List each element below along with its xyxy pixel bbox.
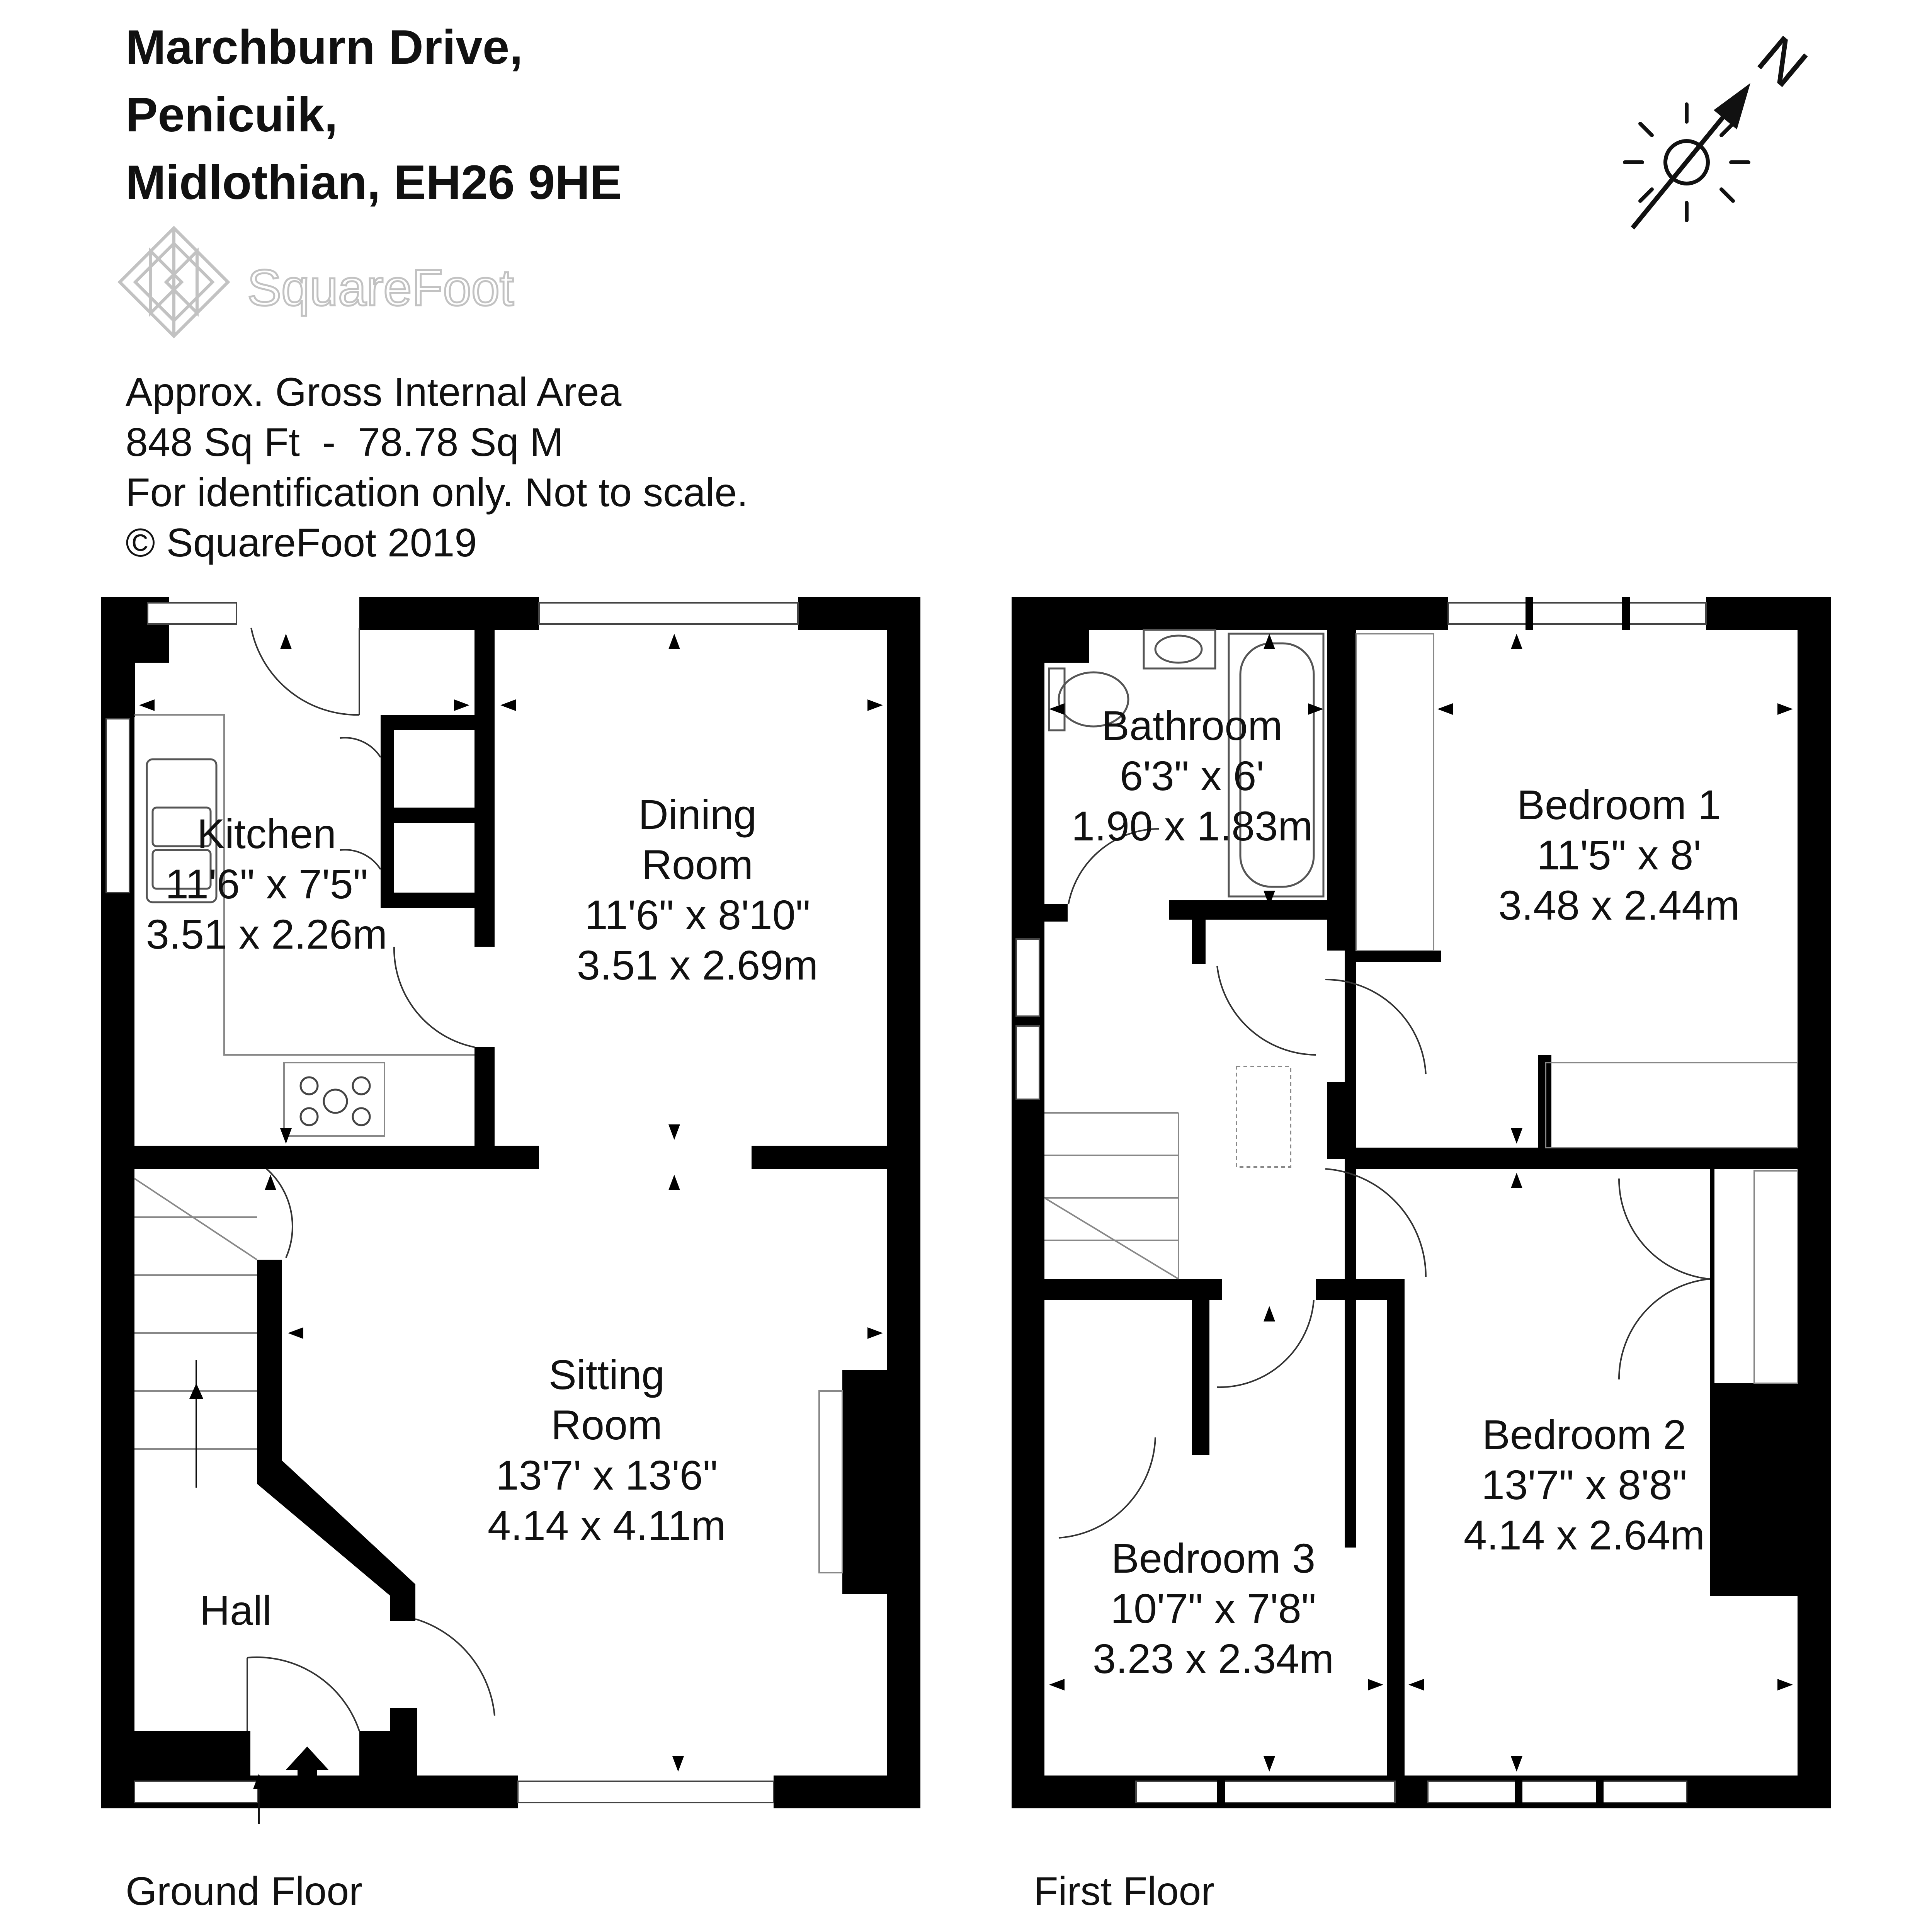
room-kitchen: Kitchen 11'6" x 7'5" 3.51 x 2.26m [146,810,387,957]
squarefoot-logo: SquareFoot [117,226,515,338]
north-label: N [1746,23,1820,99]
bedroom3-metric: 3.23 x 2.34m [1093,1635,1334,1682]
bathroom-name: Bathroom [1102,702,1282,749]
area-value: 848 Sq Ft - 78.78 Sq M [126,420,563,465]
first-door-swings [1058,828,1710,1539]
first-floor-plan: Bathroom 6'3" x 6' 1.90 x 1.83m Bedroom … [1012,597,1831,1914]
bedroom3-imperial: 10'7" x 7'8" [1111,1585,1316,1632]
logo-wordmark: SquareFoot [247,259,514,316]
sitting-name-2: Room [551,1401,662,1448]
address-line-2: Penicuik, [126,88,338,142]
basin-icon [1143,629,1216,670]
room-bedroom-3: Bedroom 3 10'7" x 7'8" 3.23 x 2.34m [1093,1535,1334,1682]
bathroom-metric: 1.90 x 1.83m [1071,803,1313,849]
compass: N [1623,23,1820,230]
door-swings [247,628,495,1731]
sitting-name-1: Sitting [549,1351,665,1398]
address-line-1: Marchburn Drive, [126,20,523,74]
area-label: Approx. Gross Internal Area [126,370,621,415]
squarefoot-logo-mark-icon [117,226,230,338]
ground-floor-plan: Kitchen 11'6" x 7'5" 3.51 x 2.26m Dining… [101,597,920,1914]
bath-icon [1228,633,1325,898]
address-block: Marchburn Drive, Penicuik, Midlothian, E… [126,20,622,209]
ground-floor-label: Ground Floor [126,1869,362,1914]
bedroom1-metric: 3.48 x 2.44m [1498,882,1740,929]
ground-stairs [134,1178,258,1488]
kitchen-metric: 3.51 x 2.26m [146,911,387,957]
bathroom-imperial: 6'3" x 6' [1120,752,1264,799]
north-arrow-icon [1631,83,1750,230]
sink-icon [146,758,218,903]
dining-name-1: Dining [638,791,757,838]
room-sitting: Sitting Room 13'7' x 13'6" 4.14 x 4.11m [488,1351,726,1549]
room-bathroom: Bathroom 6'3" x 6' 1.90 x 1.83m [1071,702,1313,849]
sitting-metric: 4.14 x 4.11m [488,1502,726,1549]
room-bedroom-2: Bedroom 2 13'7" x 8'8" 4.14 x 2.64m [1464,1411,1705,1558]
disclaimer-text: For identification only. Not to scale. [126,470,748,515]
first-stairs [1044,1112,1179,1280]
kitchen-name: Kitchen [197,810,336,857]
copyright-text: © SquareFoot 2019 [126,520,477,565]
hob-icon [299,1076,371,1126]
toilet-icon [1048,667,1129,731]
entrance-arrow-icon [286,1747,328,1797]
room-bedroom-1: Bedroom 1 11'5" x 8' 3.48 x 2.44m [1498,781,1740,929]
first-floor-label: First Floor [1034,1869,1214,1914]
info-block: Approx. Gross Internal Area 848 Sq Ft - … [126,370,748,565]
bedroom2-metric: 4.14 x 2.64m [1464,1512,1705,1558]
bedroom2-imperial: 13'7" x 8'8" [1481,1461,1687,1508]
bedroom1-imperial: 11'5" x 8' [1537,832,1701,878]
sitting-imperial: 13'7' x 13'6" [496,1452,718,1498]
dining-metric: 3.51 x 2.69m [577,942,818,988]
dining-name-2: Room [642,841,753,888]
room-dining: Dining Room 11'6" x 8'10" 3.51 x 2.69m [577,791,818,988]
kitchen-imperial: 11'6" x 7'5" [165,861,368,907]
dining-imperial: 11'6" x 8'10" [585,891,810,938]
hall-name: Hall [200,1587,272,1634]
sun-icon [1623,102,1750,222]
bedroom3-name: Bedroom 3 [1111,1535,1315,1582]
bedroom1-name: Bedroom 1 [1517,781,1721,828]
bedroom2-name: Bedroom 2 [1482,1411,1686,1458]
address-line-3: Midlothian, EH26 9HE [126,156,622,209]
